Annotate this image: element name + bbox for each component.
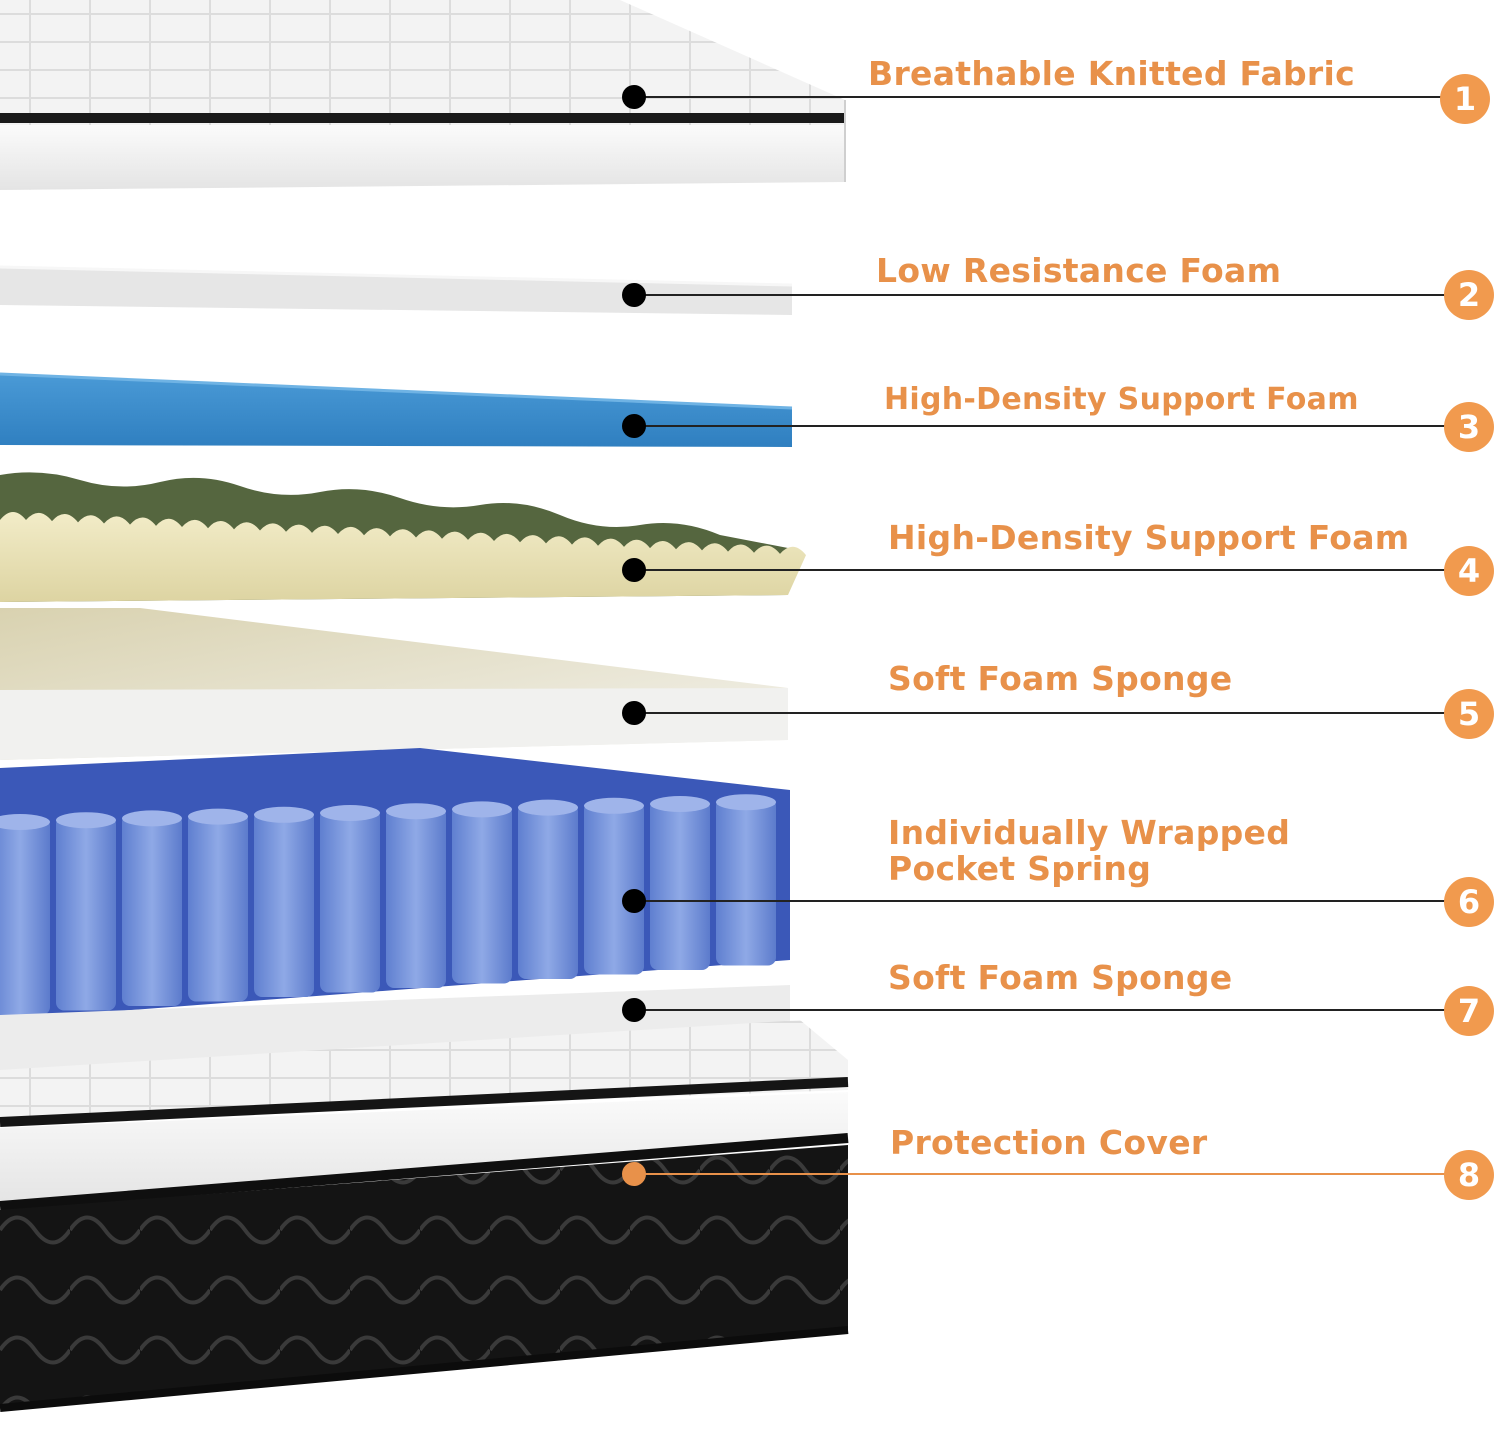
spring-coil [320,809,380,993]
layer-1-knitted-fabric-graphic [0,0,846,190]
layer-2-low-resistance-foam-graphic [0,265,793,315]
label-layer-6-line-2: Pocket Spring [888,849,1152,888]
spring-coil-top [320,805,380,821]
badge-layer-4: 4 [1444,546,1494,596]
spring-coil [518,803,578,979]
spring-coil [0,818,50,1015]
spring-coil-top [254,806,314,823]
label-layer-7: Soft Foam Sponge [888,958,1233,997]
label-layer-8: Protection Cover [890,1123,1208,1162]
spring-coil-top [188,808,248,825]
callout-dot [622,558,646,582]
layer-6-pocket-spring-graphic [0,748,790,1020]
layer-4-egg-crate-foam-graphic [0,472,806,602]
spring-coil-top [584,797,644,814]
spring-coil [56,816,116,1011]
label-layer-5: Soft Foam Sponge [888,659,1233,698]
badge-layer-8: 8 [1444,1150,1494,1200]
callout-dot [622,1162,646,1186]
spring-coil-top [518,799,578,816]
layer-8-protection-cover-graphic [0,1020,849,1412]
callout-dot [622,85,646,109]
callout-dot [622,283,646,307]
badge-layer-5: 5 [1444,689,1494,739]
callout-dot [622,701,646,725]
spring-coil-top [716,794,776,811]
callout-dot [622,414,646,438]
spring-coil-top [452,801,512,818]
spring-coil-top [56,812,116,829]
label-layer-1: Breathable Knitted Fabric [868,54,1355,93]
badge-layer-2: 2 [1444,270,1494,320]
callout-dot [622,889,646,913]
badge-layer-1: 1 [1440,74,1490,124]
layer-5-soft-foam-graphic [0,608,788,760]
spring-coil-top [650,796,710,812]
badge-layer-3: 3 [1444,402,1494,452]
spring-coil [122,814,182,1006]
spring-coil [254,810,314,997]
badge-layer-6: 6 [1444,877,1494,927]
label-layer-3: High-Density Support Foam [884,382,1359,417]
spring-coil [452,805,512,984]
callout-dot [622,998,646,1022]
label-layer-4: High-Density Support Foam [888,518,1410,557]
spring-coil-top [0,814,50,830]
layer-7-soft-foam-graphic [0,985,790,1075]
spring-coil [188,812,248,1002]
badge-layer-7: 7 [1444,986,1494,1036]
spring-coil-top [122,810,182,827]
spring-coil [716,798,776,966]
spring-coil [650,800,710,970]
layer-3-support-foam-graphic [0,372,793,447]
label-layer-6-line-1: Individually Wrapped [888,813,1291,852]
spring-coil-top [386,803,446,820]
spring-coil [584,801,644,975]
label-layer-2: Low Resistance Foam [876,251,1282,290]
spring-coil [386,807,446,988]
